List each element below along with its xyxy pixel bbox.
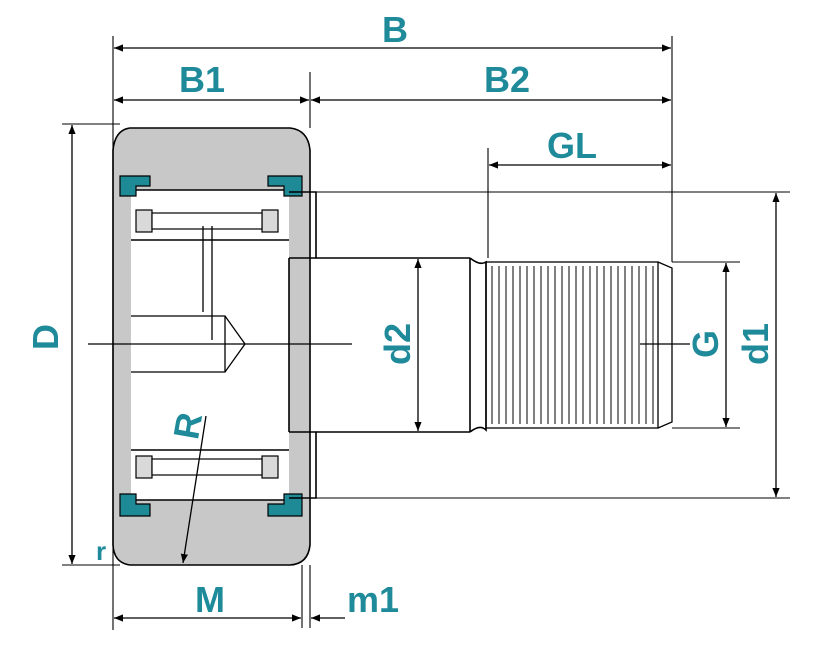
dimension-labels: B B1 B2 GL D d2 G d1 R r M m1 [25,9,776,620]
label-B1: B1 [179,59,225,100]
thread-section [485,261,673,429]
needle-cage-top [135,209,279,233]
dim-R [180,415,207,564]
label-G: G [685,330,726,358]
label-D: D [25,324,66,350]
seal-bottom-left [119,493,151,517]
label-B2: B2 [484,59,530,100]
label-r: r [96,536,106,566]
label-GL: GL [547,125,597,166]
seal-top-left [119,175,151,197]
label-d2: d2 [377,323,418,365]
label-M: M [195,579,225,620]
label-m1: m1 [347,579,399,620]
label-B: B [382,9,408,50]
extension-lines [62,36,790,630]
needle-cage-bottom [135,455,279,479]
dimension-lines [68,44,780,622]
seal-bottom-right [267,493,303,517]
outer-ring [112,127,311,566]
label-d1: d1 [735,323,776,365]
stud-flange [131,191,317,499]
seal-top-right [267,175,303,197]
